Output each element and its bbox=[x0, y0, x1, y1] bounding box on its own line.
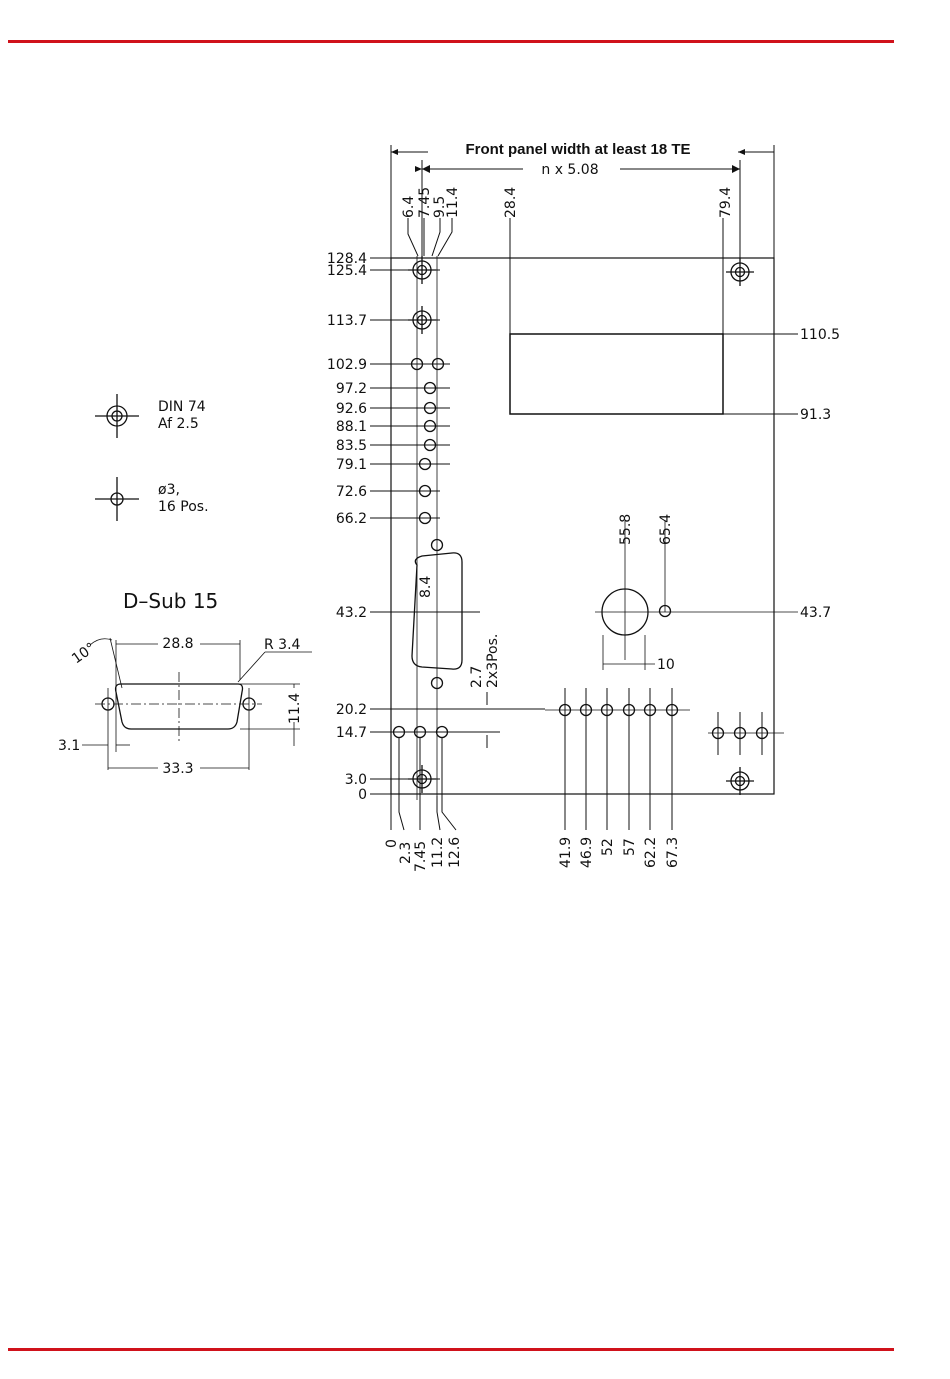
left-dim-20-2: 20.2 bbox=[336, 702, 367, 718]
bottom-dim-11-2: 11.2 bbox=[430, 837, 446, 868]
dim-55-8: 55.8 bbox=[618, 514, 634, 545]
din-hole bbox=[408, 306, 436, 334]
bottom-dim-62-2: 62.2 bbox=[643, 837, 659, 868]
top-dim-79-4: 79.4 bbox=[718, 187, 734, 218]
pitch-label: n x 5.08 bbox=[541, 162, 598, 178]
din-hole bbox=[408, 256, 436, 284]
left-dim-79-1: 79.1 bbox=[336, 457, 367, 473]
bottom-dim-57: 57 bbox=[622, 838, 638, 856]
bottom-dim-46-9: 46.9 bbox=[579, 837, 595, 868]
dsub-width-top: 28.8 bbox=[162, 636, 193, 652]
dim-10: 10 bbox=[657, 657, 675, 673]
dsub-offset: 3.1 bbox=[58, 738, 80, 754]
left-dim-66-2: 66.2 bbox=[336, 511, 367, 527]
din-hole bbox=[726, 767, 754, 795]
small-hole bbox=[418, 484, 432, 498]
left-dim-92-6: 92.6 bbox=[336, 401, 367, 417]
right-dim-110-5: 110.5 bbox=[800, 327, 840, 343]
small-hole bbox=[392, 725, 406, 739]
hole-legend-line2: 16 Pos. bbox=[158, 499, 209, 515]
cutout-rectangle bbox=[509, 333, 724, 415]
top-dim-28-4: 28.4 bbox=[503, 187, 519, 218]
small-hole bbox=[435, 725, 449, 739]
top-dim-9-5: 9.5 bbox=[432, 196, 448, 218]
dim-65-4: 65.4 bbox=[658, 514, 674, 545]
din-hole bbox=[726, 258, 754, 286]
small-hole bbox=[418, 511, 432, 525]
left-dim-3-0: 3.0 bbox=[345, 772, 367, 788]
dsub-radius: R 3.4 bbox=[264, 637, 301, 653]
left-dim-88-1: 88.1 bbox=[336, 419, 367, 435]
left-dim-83-5: 83.5 bbox=[336, 438, 367, 454]
left-dim-43-2: 43.2 bbox=[336, 605, 367, 621]
left-dim-97-2: 97.2 bbox=[336, 381, 367, 397]
din-legend-line2: Af 2.5 bbox=[158, 416, 199, 432]
top-dim-6-4: 6.4 bbox=[401, 196, 417, 218]
footer-rule bbox=[8, 1348, 894, 1351]
hole-legend-line1: ø3, bbox=[158, 482, 180, 498]
right-dim-43-7: 43.7 bbox=[800, 605, 831, 621]
din-legend-line1: DIN 74 bbox=[158, 399, 206, 415]
left-dim-0: 0 bbox=[358, 787, 367, 803]
right-dim-91-3: 91.3 bbox=[800, 407, 831, 423]
din-legend-symbol bbox=[95, 394, 139, 438]
small-hole bbox=[418, 457, 432, 471]
small-hole bbox=[423, 438, 437, 452]
dim-8-4: 8.4 bbox=[418, 576, 434, 598]
bottom-dim-52: 52 bbox=[600, 838, 616, 856]
left-dim-113-7: 113.7 bbox=[327, 313, 367, 329]
dsub-angle: 10° bbox=[69, 640, 99, 667]
small-hole bbox=[423, 381, 437, 395]
hole-legend-symbol bbox=[95, 477, 139, 521]
front-panel-title: Front panel width at least 18 TE bbox=[465, 141, 690, 158]
top-dim-7-45: 7.45 bbox=[417, 187, 433, 218]
bottom-dim-12-6: 12.6 bbox=[447, 837, 463, 868]
bottom-dim-7-45: 7.45 bbox=[413, 841, 429, 872]
dim-2-7: 2.7 bbox=[469, 666, 485, 688]
header-rule bbox=[8, 40, 894, 43]
bottom-dim-41-9: 41.9 bbox=[558, 837, 574, 868]
top-dim-11-4: 11.4 bbox=[445, 187, 461, 218]
din-hole bbox=[408, 765, 436, 793]
dsub-title: D–Sub 15 bbox=[123, 589, 218, 613]
left-dim-102-9: 102.9 bbox=[327, 357, 367, 373]
left-dim-14-7: 14.7 bbox=[336, 725, 367, 741]
small-hole bbox=[423, 401, 437, 415]
dsub-detail bbox=[101, 683, 256, 730]
small-hole bbox=[423, 419, 437, 433]
left-dim-128-4: 128.4 bbox=[327, 251, 367, 267]
bottom-dim-67-3: 67.3 bbox=[665, 837, 681, 868]
dsub-height: 11.4 bbox=[287, 693, 303, 724]
small-hole bbox=[413, 725, 427, 739]
board-dsub-outline bbox=[411, 552, 463, 670]
dsub-width-total: 33.3 bbox=[162, 761, 193, 777]
board-outline bbox=[390, 257, 775, 795]
left-dim-125-4: 125.4 bbox=[327, 263, 367, 279]
bottom-dim-2-3: 2.3 bbox=[398, 842, 414, 864]
small-hole bbox=[431, 357, 445, 371]
bottom-dim-0: 0 bbox=[384, 839, 400, 848]
dim-2x3pos: 2x3Pos. bbox=[485, 634, 501, 688]
left-dim-72-6: 72.6 bbox=[336, 484, 367, 500]
